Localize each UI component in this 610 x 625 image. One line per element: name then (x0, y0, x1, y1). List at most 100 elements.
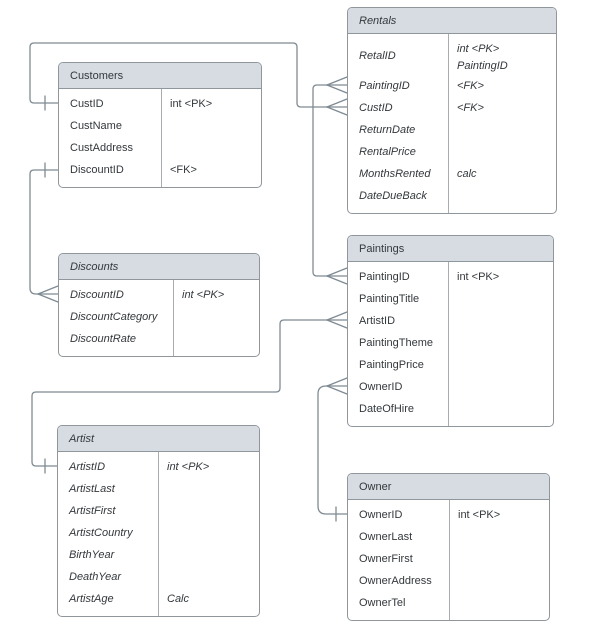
field-name: ArtistAge (69, 593, 114, 605)
entity-table-body: RetalID int <PK> PaintingID PaintingID <FK>… (348, 34, 556, 213)
table-row: ReturnDate (348, 119, 556, 141)
field-name: DateDueBack (359, 190, 427, 202)
entity-table-header: Owner (348, 474, 549, 500)
table-row: CustID int <PK> (59, 93, 261, 115)
table-row: ArtistLast (58, 478, 259, 500)
field-type: int <PK> (182, 288, 225, 301)
field-name: ArtistFirst (69, 505, 116, 517)
field-name: OwnerID (359, 381, 403, 393)
entity-table-header: Customers (59, 63, 261, 89)
field-type: int <PK> PaintingID (457, 42, 508, 72)
entity-table-title: Discounts (70, 260, 119, 273)
table-row: ArtistID (348, 310, 553, 332)
entity-table-title: Owner (359, 480, 392, 493)
field-name: PaintingTheme (359, 337, 433, 349)
connector-rentals-paintings[interactable] (312, 76, 348, 285)
crow-foot-many-icon (326, 311, 348, 321)
table-row: OwnerTel (348, 592, 549, 614)
crow-foot-many-icon (326, 267, 348, 277)
table-row: PaintingPrice (348, 354, 553, 376)
crow-foot-many-icon (326, 98, 348, 108)
entity-table-header: Paintings (348, 236, 553, 262)
field-name: CustID (359, 102, 393, 114)
connector-line[interactable] (31, 319, 328, 467)
field-name: CustAddress (70, 142, 133, 154)
table-row: DiscountID<FK> (59, 159, 261, 181)
field-name: PaintingID (359, 80, 410, 92)
connector-customers-discounts[interactable] (29, 162, 59, 303)
connector-line[interactable] (29, 42, 328, 108)
table-row: RentalPrice (348, 141, 556, 163)
table-row: DateDueBack (348, 185, 556, 207)
field-name: OwnerLast (359, 531, 413, 543)
table-row: DiscountCategory (59, 306, 259, 328)
field-name: RentalPrice (359, 146, 416, 158)
connector-owner-paintings[interactable] (317, 377, 348, 522)
entity-table-title: Artist (69, 432, 95, 445)
field-type: <FK> (457, 79, 484, 92)
entity-table-header: Discounts (59, 254, 259, 280)
entity-table-title: Rentals (359, 14, 397, 27)
field-name: DateOfHire (359, 403, 415, 415)
column-divider (158, 452, 159, 616)
field-type: int <PK> (170, 97, 213, 110)
field-name: ArtistID (69, 461, 106, 473)
table-row: OwnerID int <PK> (348, 504, 549, 526)
entity-table-rentals[interactable]: Rentals RetalID int <PK> PaintingID Painti… (347, 7, 557, 214)
table-row: DiscountRate (59, 328, 259, 350)
field-name: PaintingTitle (359, 293, 420, 305)
crow-foot-many-icon (326, 377, 348, 387)
table-row: DateOfHire (348, 398, 553, 420)
column-divider (448, 262, 449, 426)
connector-line[interactable] (312, 84, 328, 277)
connector-artist-paintings[interactable] (31, 311, 348, 474)
field-name: RetalID (359, 50, 396, 62)
entity-table-discounts[interactable]: Discounts DiscountID int <PK> DiscountCate… (58, 253, 260, 357)
field-name: OwnerID (359, 509, 403, 521)
field-type: <FK> (457, 101, 484, 114)
connector-customers-rentals[interactable] (29, 42, 348, 116)
field-name: DiscountID (70, 289, 124, 301)
connector-line[interactable] (317, 385, 348, 515)
entity-table-title: Customers (70, 69, 124, 82)
field-name: CustID (70, 98, 104, 110)
field-name: DeathYear (69, 571, 121, 583)
field-name: ArtistLast (69, 483, 115, 495)
entity-table-header: Rentals (348, 8, 556, 34)
column-divider (173, 280, 174, 356)
table-row: OwnerLast (348, 526, 549, 548)
table-row: BirthYear (58, 544, 259, 566)
crow-foot-many-icon (326, 76, 348, 86)
field-name: ArtistID (359, 315, 396, 327)
field-type: Calc (167, 592, 190, 605)
crow-foot-many-icon (37, 293, 59, 303)
table-row: OwnerFirst (348, 548, 549, 570)
connector-line[interactable] (29, 169, 59, 295)
field-type: int <PK> (458, 508, 501, 521)
crow-foot-many-icon (326, 319, 348, 329)
field-name: CustName (70, 120, 122, 132)
field-name: PaintingPrice (359, 359, 424, 371)
field-name: PaintingID (359, 271, 410, 283)
table-row: PaintingID <FK> (348, 75, 556, 97)
field-name: OwnerFirst (359, 553, 413, 565)
column-divider (161, 89, 162, 187)
field-name: BirthYear (69, 549, 115, 561)
table-row: OwnerID (348, 376, 553, 398)
field-name: DiscountID (70, 164, 124, 176)
table-row: DeathYear (58, 566, 259, 588)
